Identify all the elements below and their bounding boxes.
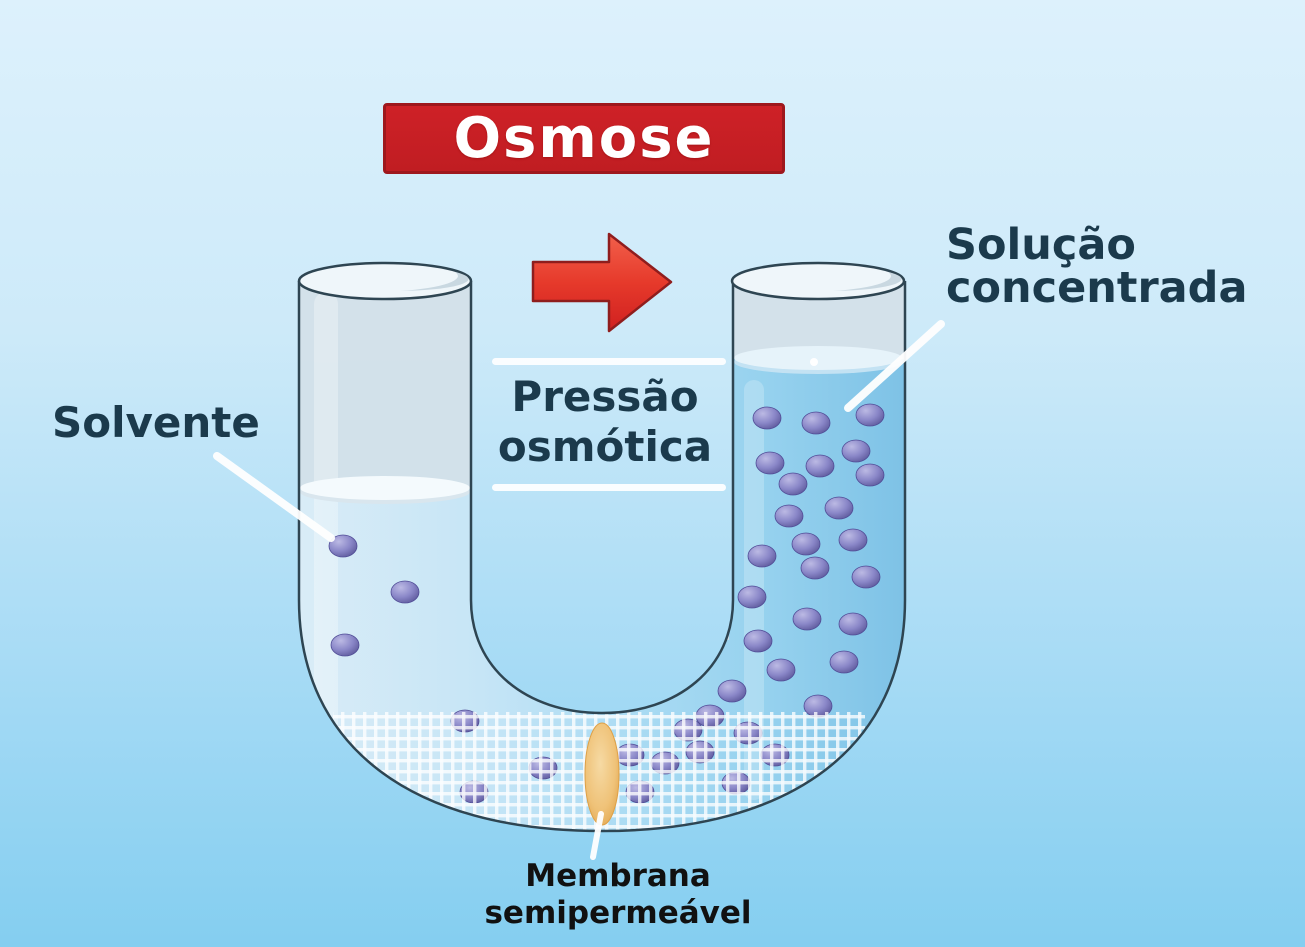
solute-particle xyxy=(737,585,767,609)
label-solucao-concentrada: Solução concentrada xyxy=(946,220,1248,313)
solute-particle xyxy=(328,534,358,558)
solucao-pointer-line xyxy=(844,320,945,412)
solute-particle xyxy=(743,629,773,653)
water-sparkle xyxy=(810,358,818,366)
solute-particle xyxy=(792,607,822,631)
solute-particle xyxy=(838,612,868,636)
page-title: Osmose xyxy=(453,106,715,171)
solute-particle xyxy=(755,451,785,475)
tube-rim-right xyxy=(730,261,906,301)
solvente-pointer-line xyxy=(213,452,335,542)
solute-particle xyxy=(838,528,868,552)
solute-particle xyxy=(791,532,821,556)
membrane-pointer-line xyxy=(590,811,604,860)
solute-particle xyxy=(800,556,830,580)
solute-particle xyxy=(330,633,360,657)
tube-rim-left xyxy=(297,261,473,301)
solute-particle xyxy=(855,403,885,427)
membrane-oval xyxy=(584,722,620,826)
solute-particle xyxy=(390,580,420,604)
solute-particle xyxy=(774,504,804,528)
solute-particle xyxy=(841,439,871,463)
water-surface-right xyxy=(734,346,902,370)
solute-particle xyxy=(824,496,854,520)
solute-particle xyxy=(855,463,885,487)
solute-particle xyxy=(851,565,881,589)
label-solvente: Solvente xyxy=(52,398,260,447)
pressure-line-bottom xyxy=(492,484,726,491)
glass-highlight-left xyxy=(314,292,338,812)
solute-particle xyxy=(829,650,859,674)
arrow-right-icon xyxy=(531,232,673,333)
water-surface-left xyxy=(300,476,470,500)
title-banner: Osmose xyxy=(383,103,785,174)
pressure-line-top xyxy=(492,358,726,365)
solute-particle xyxy=(766,658,796,682)
label-membrana-semipermeavel: Membrana semipermeável xyxy=(484,858,752,931)
solute-particle xyxy=(778,472,808,496)
solute-particle xyxy=(717,679,747,703)
label-pressao-osmotica: Pressão osmótica xyxy=(497,372,713,471)
solute-particle xyxy=(805,454,835,478)
solute-particle xyxy=(747,544,777,568)
solute-particle xyxy=(752,406,782,430)
tube-outline xyxy=(297,281,907,833)
solute-particle xyxy=(801,411,831,435)
